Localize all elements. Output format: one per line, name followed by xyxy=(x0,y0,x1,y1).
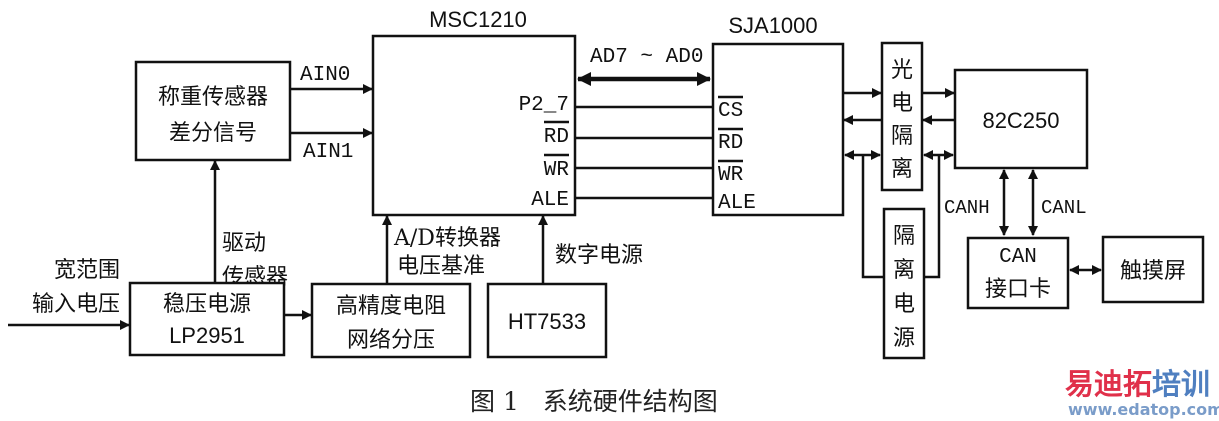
sensor-label-2: 差分信号 xyxy=(169,121,257,146)
weighing-sensor-block: 称重传感器 差分信号 xyxy=(134,60,292,162)
can-card-label-1: CAN xyxy=(999,246,1037,269)
msc-pin-ale: ALE xyxy=(531,189,569,212)
ht7533-label: HT7533 xyxy=(508,309,586,334)
regulator-label-2: LP2951 xyxy=(169,323,245,348)
iso-char: 电 xyxy=(893,292,915,317)
82c250-block: 82C250 xyxy=(953,68,1089,170)
figure-caption: 图 1 系统硬件结构图 xyxy=(470,387,718,416)
msc-pin-wr: WR xyxy=(544,159,570,182)
regulator-block: 稳压电源 LP2951 xyxy=(128,281,286,357)
msc1210-block: MSC1210 P2_7 RD WR ALE xyxy=(371,7,577,217)
divider-label-2: 网络分压 xyxy=(347,328,435,353)
divider-label-1: 高精度电阻 xyxy=(336,294,446,319)
watermark-blue: 培训 xyxy=(1152,367,1210,401)
iso-char: 离 xyxy=(893,258,915,283)
msc-pin-p2-7: P2_7 xyxy=(519,94,569,117)
sja-pin-wr: WR xyxy=(718,164,744,187)
can-card-label-2: 接口卡 xyxy=(985,277,1051,302)
isolated-power-block: 隔 离 电 源 xyxy=(882,207,926,360)
opto-char: 光 xyxy=(891,58,913,83)
adref-label-1: A/D转换器 xyxy=(393,226,501,251)
sensor-label-1: 称重传感器 xyxy=(158,85,268,110)
divider-block: 高精度电阻 网络分压 xyxy=(310,282,472,359)
msc1210-title: MSC1210 xyxy=(429,7,527,32)
opto-char: 电 xyxy=(891,91,913,116)
ain1-label: AIN1 xyxy=(303,141,353,164)
watermark-logo: 易迪拓 培训 www.edatop.com xyxy=(1065,367,1219,419)
canl-label: CANL xyxy=(1041,197,1087,219)
input-label-2: 输入电压 xyxy=(32,292,120,317)
drive-label-1: 驱动 xyxy=(222,231,266,256)
digital-power-label: 数字电源 xyxy=(555,243,643,268)
ain0-label: AIN0 xyxy=(300,64,350,87)
adref-label-2: 电压基准 xyxy=(397,254,485,279)
msc-pin-rd: RD xyxy=(544,126,569,149)
watermark-url: www.edatop.com xyxy=(1068,400,1219,419)
can-interface-card-block: CAN 接口卡 xyxy=(966,236,1070,310)
input-label-1: 宽范围 xyxy=(54,258,120,283)
sja1000-block: SJA1000 CS RD WR ALE xyxy=(711,13,845,217)
touch-screen-block: 触摸屏 xyxy=(1101,235,1205,304)
data-bus-label: AD7 ~ AD0 xyxy=(590,46,703,69)
sja-pin-cs: CS xyxy=(718,100,743,123)
sja-pin-ale: ALE xyxy=(718,192,756,215)
82c250-label: 82C250 xyxy=(982,108,1059,133)
opto-char: 离 xyxy=(891,157,913,182)
iso-char: 源 xyxy=(893,326,915,351)
regulator-label-1: 稳压电源 xyxy=(163,292,251,317)
touch-screen-label: 触摸屏 xyxy=(1120,259,1186,284)
sja-pin-rd: RD xyxy=(718,132,743,155)
opto-isolation-block: 光 电 隔 离 xyxy=(880,41,924,192)
opto-char: 隔 xyxy=(891,124,913,149)
watermark-red: 易迪拓 xyxy=(1065,367,1152,401)
ht7533-block: HT7533 xyxy=(486,282,608,359)
canh-label: CANH xyxy=(944,197,990,219)
sja1000-title: SJA1000 xyxy=(728,13,817,38)
iso-char: 隔 xyxy=(893,224,915,249)
